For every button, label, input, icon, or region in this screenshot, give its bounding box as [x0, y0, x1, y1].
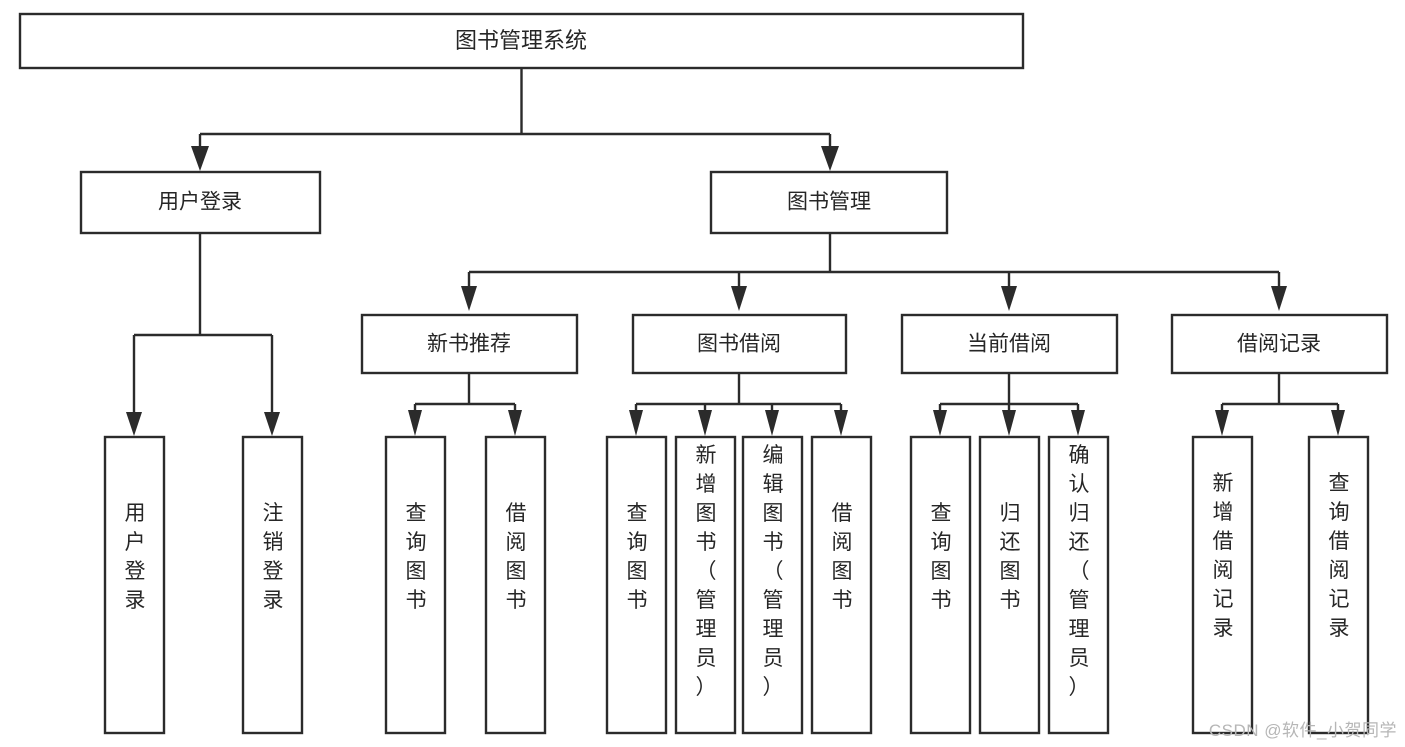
node-current-borrow-box[interactable] — [900, 313, 1119, 375]
arrowhead-leaf-borrow-book-a — [508, 410, 522, 436]
node-user-login[interactable]: 用户登录 — [79, 170, 322, 235]
node-leaf-query-book-b-box[interactable] — [605, 435, 668, 735]
node-root-label: 图书管理系统 — [455, 28, 587, 53]
node-leaf-borrow-book-b-box[interactable] — [810, 435, 873, 735]
node-leaf-query-record[interactable]: 查询借阅记录 — [1307, 435, 1370, 735]
node-leaf-edit-book[interactable]: 编辑图书（管理员） — [741, 435, 804, 735]
arrowhead-leaf-add-record — [1215, 410, 1229, 436]
node-book-manage-label: 图书管理 — [787, 191, 871, 214]
node-root-box[interactable] — [18, 12, 1025, 70]
node-leaf-add-record-label: 新增借阅记录 — [1213, 472, 1234, 640]
arrowhead-leaf-confirm-return — [1071, 410, 1085, 436]
node-leaf-query-record-label: 查询借阅记录 — [1329, 472, 1350, 640]
node-current-borrow[interactable]: 当前借阅 — [900, 313, 1119, 375]
arrowhead-leaf-borrow-book-b — [834, 410, 848, 436]
node-leaf-borrow-book-a[interactable]: 借阅图书 — [484, 435, 547, 735]
node-borrow-record-box[interactable] — [1170, 313, 1389, 375]
node-leaf-user-login-label: 用户登录 — [125, 502, 146, 612]
arrowhead-leaf-edit-book — [765, 410, 779, 436]
node-leaf-borrow-book-a-box[interactable] — [484, 435, 547, 735]
arrowhead-leaf-user-login — [126, 412, 142, 436]
node-leaf-user-logout-label: 注销登录 — [263, 502, 284, 612]
node-leaf-return-book-label: 归还图书 — [1000, 502, 1021, 612]
node-leaf-query-book-a-label: 查询图书 — [406, 502, 427, 612]
node-leaf-query-book-a-box[interactable] — [384, 435, 447, 735]
node-new-book-rec-label: 新书推荐 — [427, 333, 511, 356]
arrowhead-leaf-query-book-b — [629, 410, 643, 436]
node-leaf-query-book-b[interactable]: 查询图书 — [605, 435, 668, 735]
node-current-borrow-label: 当前借阅 — [967, 333, 1051, 356]
node-leaf-user-login[interactable]: 用户登录 — [103, 435, 166, 735]
arrowhead-layer — [126, 146, 1345, 436]
node-leaf-return-book-box[interactable] — [978, 435, 1041, 735]
arrowhead-current-borrow — [1001, 286, 1017, 311]
node-leaf-user-logout[interactable]: 注销登录 — [241, 435, 304, 735]
node-root[interactable]: 图书管理系统 — [18, 12, 1025, 70]
node-leaf-borrow-book-b[interactable]: 借阅图书 — [810, 435, 873, 735]
node-leaf-add-book-label: 新增图书（管理员） — [696, 444, 717, 699]
node-book-manage-box[interactable] — [709, 170, 949, 235]
arrowhead-book-manage — [821, 146, 839, 171]
node-leaf-return-book[interactable]: 归还图书 — [978, 435, 1041, 735]
arrowhead-user-login — [191, 146, 209, 171]
node-leaf-borrow-book-a-label: 借阅图书 — [506, 502, 527, 612]
arrowhead-leaf-query-book-a — [408, 410, 422, 436]
node-leaf-user-login-box[interactable] — [103, 435, 166, 735]
node-leaf-borrow-book-b-label: 借阅图书 — [832, 502, 853, 612]
node-leaf-edit-book-label: 编辑图书（管理员） — [763, 444, 784, 699]
node-leaf-confirm-return[interactable]: 确认归还（管理员） — [1047, 435, 1110, 735]
node-leaf-query-book-a[interactable]: 查询图书 — [384, 435, 447, 735]
node-leaf-add-book-box[interactable] — [674, 435, 737, 735]
node-leaf-query-book-c-box[interactable] — [909, 435, 972, 735]
arrowhead-leaf-query-record — [1331, 410, 1345, 436]
node-book-manage[interactable]: 图书管理 — [709, 170, 949, 235]
node-book-borrow[interactable]: 图书借阅 — [631, 313, 848, 375]
node-leaf-add-record[interactable]: 新增借阅记录 — [1191, 435, 1254, 735]
arrowhead-leaf-add-book — [698, 410, 712, 436]
node-new-book-rec[interactable]: 新书推荐 — [360, 313, 579, 375]
node-leaf-add-book[interactable]: 新增图书（管理员） — [674, 435, 737, 735]
node-borrow-record-label: 借阅记录 — [1237, 333, 1321, 356]
arrowhead-new-book-rec — [461, 286, 477, 311]
node-leaf-confirm-return-box[interactable] — [1047, 435, 1110, 735]
arrowhead-borrow-record — [1271, 286, 1287, 311]
arrowhead-leaf-query-book-c — [933, 410, 947, 436]
node-leaf-query-book-c[interactable]: 查询图书 — [909, 435, 972, 735]
arrowhead-leaf-return-book — [1002, 410, 1016, 436]
node-book-borrow-box[interactable] — [631, 313, 848, 375]
node-leaf-user-logout-box[interactable] — [241, 435, 304, 735]
node-leaf-add-record-box[interactable] — [1191, 435, 1254, 735]
arrowhead-book-borrow — [731, 286, 747, 311]
node-leaf-confirm-return-label: 确认归还（管理员） — [1069, 444, 1090, 699]
node-user-login-box[interactable] — [79, 170, 322, 235]
node-new-book-rec-box[interactable] — [360, 313, 579, 375]
node-leaf-query-book-b-label: 查询图书 — [627, 502, 648, 612]
node-leaf-query-book-c-label: 查询图书 — [931, 502, 952, 612]
node-leaf-query-record-box[interactable] — [1307, 435, 1370, 735]
arrowhead-leaf-user-logout — [264, 412, 280, 436]
node-leaf-edit-book-box[interactable] — [741, 435, 804, 735]
node-user-login-label: 用户登录 — [158, 191, 242, 214]
node-borrow-record[interactable]: 借阅记录 — [1170, 313, 1389, 375]
node-book-borrow-label: 图书借阅 — [697, 333, 781, 356]
